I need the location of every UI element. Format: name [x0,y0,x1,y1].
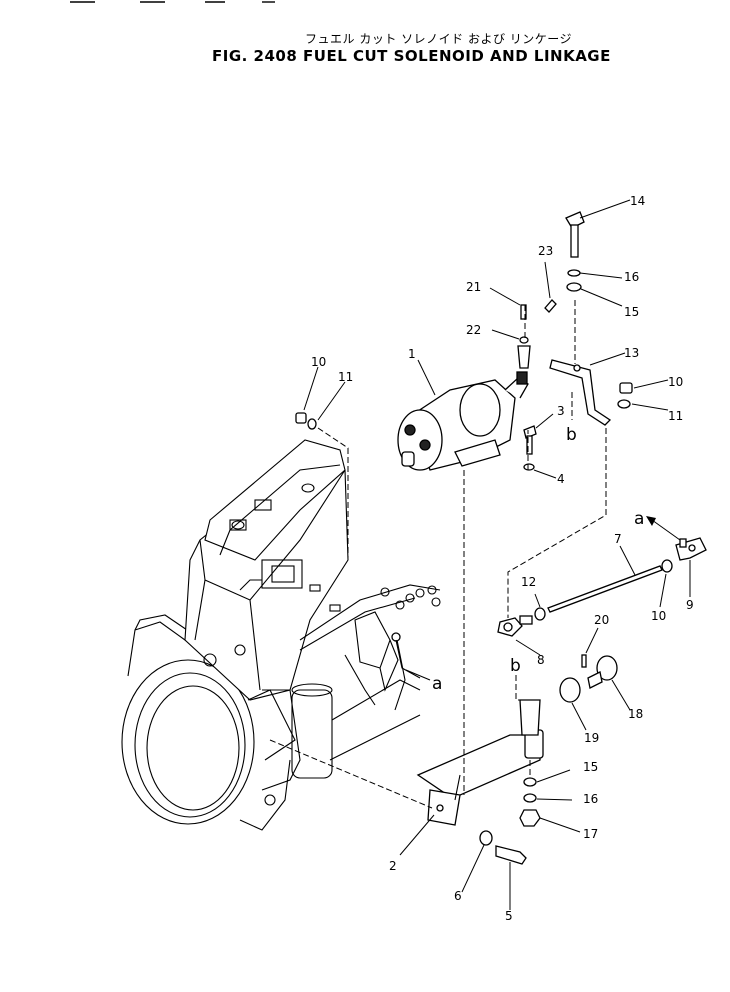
pins-21-22-23 [517,299,557,369]
callout-15-bottom: 15 [583,760,598,774]
lever-18-19-20 [559,654,618,703]
callout-1: 1 [408,347,416,361]
engine-block [121,439,441,831]
callout-12: 12 [521,575,536,589]
nut-washer-top-left [295,412,317,430]
callout-7: 7 [614,532,622,546]
callout-18: 18 [628,707,643,721]
callout-16-bottom: 16 [583,792,598,806]
washers-top [566,269,582,292]
bolt-5-washer-6 [479,830,527,865]
engine-governor-lever [391,632,421,679]
linkage-rod-assembly [497,537,707,637]
leader-lines [269,199,691,910]
mounting-bracket [416,699,544,826]
fuel-cut-solenoid [397,371,529,471]
callout-4: 4 [557,472,565,486]
callout-9: 9 [686,598,694,612]
callout-3: 3 [557,404,565,418]
callout-21: 21 [466,280,481,294]
callout-20: 20 [594,613,609,627]
callout-13: 13 [624,346,639,360]
callout-19: 19 [584,731,599,745]
title-japanese: フュエル カット ソレノイド および リンケージ [305,32,573,46]
reference-a-engine: a [432,674,442,694]
callout-16-top: 16 [624,270,639,284]
reference-b-bracket: b [510,656,521,676]
bell-crank-lever [549,359,612,426]
reference-b-rod: b [566,425,577,445]
callout-23: 23 [538,244,553,258]
lower-pin-assembly [519,777,541,827]
figure-title: FIG. 2408 FUEL CUT SOLENOID AND LINKAGE [212,47,611,65]
bolt-3-washer-4 [523,425,537,471]
bolt-14 [565,211,585,258]
callout-6: 6 [454,889,462,903]
callout-8: 8 [537,653,545,667]
nut-washer-right [617,382,633,409]
callout-5: 5 [505,909,513,923]
reference-a-arrow: a [634,509,644,529]
callout-15-top: 15 [624,305,639,319]
callout-11-right: 11 [668,409,683,423]
callout-14: 14 [630,194,645,208]
callout-10-right: 10 [668,375,683,389]
callout-labels: 1 2 3 4 5 6 7 8 9 10 11 10 11 10 12 13 1… [311,194,694,923]
callout-10-top: 10 [311,355,326,369]
callout-2: 2 [389,859,397,873]
callout-17: 17 [583,827,598,841]
callout-11-top: 11 [338,370,353,384]
callout-10-mid: 10 [651,609,666,623]
callout-22: 22 [466,323,481,337]
